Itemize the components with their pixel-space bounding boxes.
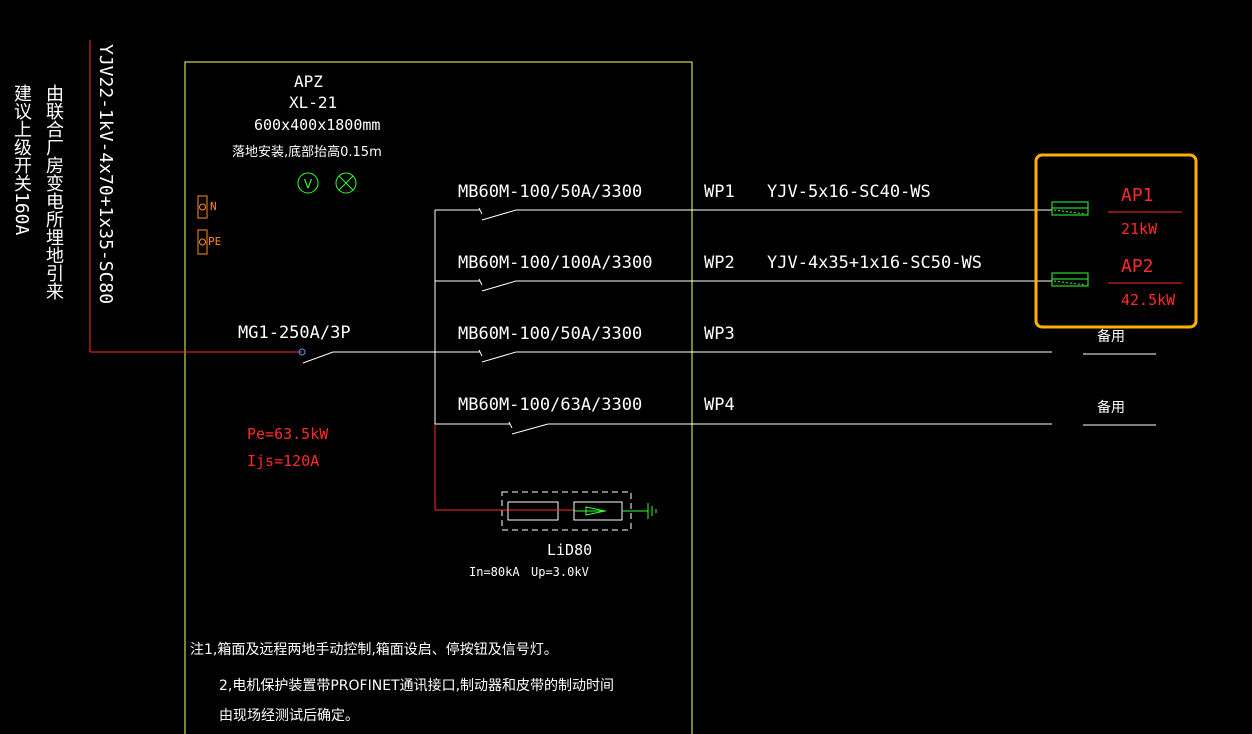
incoming-upstream-breaker-label: 建议上级开关160A [11, 84, 32, 236]
calculated-current-label: Ijs=120A [247, 452, 320, 470]
wp1-cable-label: YJV-5x16-SC40-WS [767, 182, 931, 202]
wp4-breaker-label: MB60M-100/63A/3300 [458, 395, 643, 415]
wp1-breaker-label: MB60M-100/50A/3300 [458, 182, 643, 202]
ap1-device-symbol [1051, 201, 1089, 216]
ap1-name-label: AP1 [1121, 185, 1154, 206]
ap1-power-label: 21kW [1121, 220, 1158, 238]
wp2-breaker-label: MB60M-100/100A/3300 [458, 253, 653, 273]
circuit-wp3-line [435, 349, 1052, 363]
panel-size: 600x400x1800mm [254, 116, 381, 134]
note-1: 注1,箱面及远程两地手动控制,箱面设启、停按钮及信号灯。 [190, 642, 558, 658]
panel-name: APZ [294, 72, 323, 91]
circuit-wp2-line [435, 278, 1052, 292]
spd-name-label: LiD80 [547, 541, 593, 559]
incoming-cable-label: YJV22-1kV-4x70+1x35-SC80 [95, 44, 116, 305]
voltmeter-icon: V [297, 172, 319, 194]
ap2-name-label: AP2 [1121, 256, 1154, 277]
ground-icon [647, 503, 657, 519]
note-2: 2,电机保护装置带PROFINET通讯接口,制动器和皮带的制动时间 [219, 678, 615, 694]
pe-terminal-icon [197, 229, 208, 255]
wp4-id-label: WP4 [704, 395, 735, 415]
incoming-source-label: 由联合厂房变电所埋地引来 [43, 84, 64, 300]
pe-terminal-label: PE [208, 235, 222, 248]
n-terminal-icon [197, 195, 208, 219]
installed-power-label: Pe=63.5kW [247, 425, 329, 443]
panel-install-note: 落地安装,底部抬高0.15m [232, 145, 382, 160]
wp3-spare-label: 备用 [1097, 329, 1125, 345]
ap2-power-label: 42.5kW [1121, 291, 1176, 309]
note-3: 由现场经测试后确定。 [219, 708, 359, 724]
circuit-wp4-line [435, 421, 1052, 435]
panel-model: XL-21 [289, 93, 338, 112]
circuit-wp1-line [435, 207, 1052, 221]
main-breaker-label: MG1-250A/3P [238, 323, 351, 343]
ap2-device-symbol [1051, 272, 1089, 287]
spd-symbol [435, 491, 648, 531]
main-breaker-symbol [298, 348, 435, 364]
svg-text:V: V [304, 177, 313, 191]
spd-up-label: Up=3.0kV [531, 565, 589, 579]
wp3-id-label: WP3 [704, 324, 735, 344]
wp2-id-label: WP2 [704, 253, 735, 273]
wp2-cable-label: YJV-4x35+1x16-SC50-WS [767, 253, 982, 273]
wp1-id-label: WP1 [704, 182, 735, 202]
n-terminal-label: N [210, 200, 217, 213]
wp3-breaker-label: MB60M-100/50A/3300 [458, 324, 643, 344]
wp4-spare-label: 备用 [1097, 400, 1125, 416]
highlight-box[interactable] [1034, 153, 1198, 329]
indicator-lamp-icon [335, 172, 357, 194]
panel-outline [184, 61, 693, 734]
spd-in-label: In=80kA [469, 565, 520, 579]
